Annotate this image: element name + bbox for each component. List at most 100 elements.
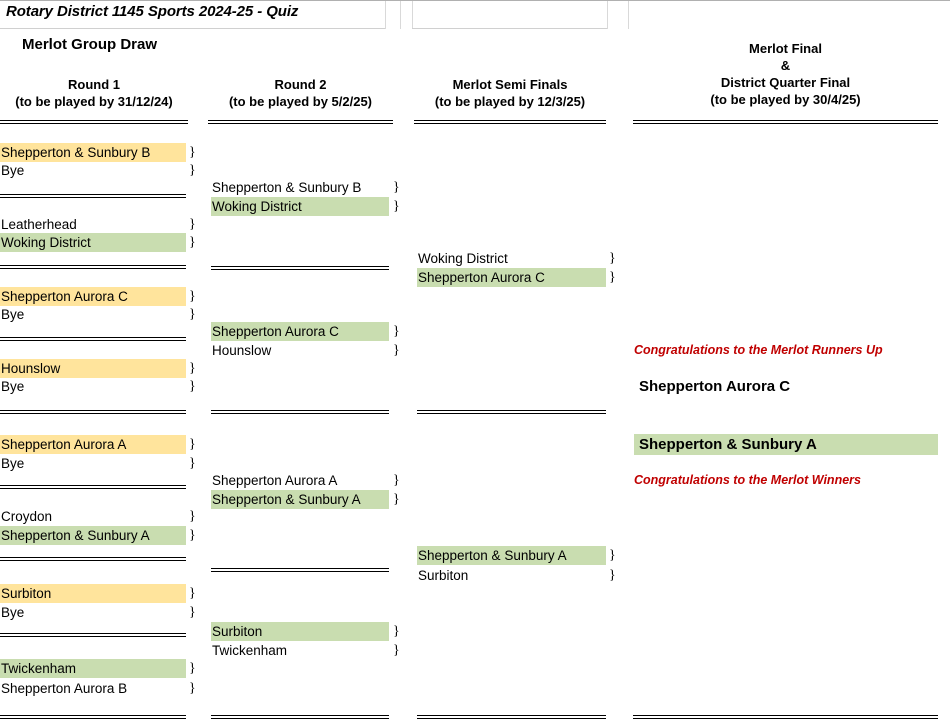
bracket-brace: } (189, 361, 196, 376)
column-header-round1-subtitle: (to be played by 31/12/24) (15, 94, 173, 109)
round1-team[interactable]: Bye (1, 379, 25, 394)
grid-line (412, 28, 607, 29)
round2-match-separator (211, 568, 389, 572)
column-header-final-subtitle: (to be played by 30/4/25) (710, 92, 861, 107)
round1-team[interactable]: Bye (1, 456, 25, 471)
document-title: Rotary District 1145 Sports 2024-25 - Qu… (6, 3, 299, 20)
grid-line (412, 0, 413, 29)
header-rule-semis (414, 120, 606, 124)
round2-match-separator (211, 410, 389, 414)
column-header-round2-name: Round 2 (274, 77, 327, 92)
round1-bottom-rule (0, 715, 186, 719)
round1-match-separator (0, 337, 186, 341)
semis-bottom-rule (417, 715, 606, 719)
grid-line (628, 0, 629, 29)
column-header-round2-subtitle: (to be played by 5/2/25) (228, 94, 373, 109)
round2-team[interactable]: Shepperton Aurora A (212, 473, 338, 488)
round2-team[interactable]: Twickenham (212, 643, 288, 658)
column-header-round1-name: Round 1 (68, 77, 120, 92)
bracket-brace: } (189, 379, 196, 394)
round1-team[interactable]: Shepperton Aurora C (0, 287, 186, 306)
runners-up-caption: Congratulations to the Merlot Runners Up (634, 343, 883, 357)
semis-match-separator (417, 410, 606, 414)
bracket-brace: } (189, 586, 196, 601)
bracket-brace: } (189, 456, 196, 471)
column-header-final-line2: & (780, 58, 791, 73)
runners-up-team[interactable]: Shepperton Aurora C (639, 378, 791, 395)
column-header-round2: Round 2 (to be played by 5/2/25) (208, 76, 393, 110)
bracket-brace: } (189, 661, 196, 676)
round2-team[interactable]: Surbiton (211, 622, 389, 641)
bracket-brace: } (393, 324, 400, 339)
round2-team[interactable]: Shepperton & Sunbury B (212, 180, 362, 195)
round2-match-separator (211, 266, 389, 270)
bracket-brace: } (609, 548, 616, 563)
bracket-brace: } (393, 624, 400, 639)
bracket-brace: } (393, 343, 400, 358)
bracket-brace: } (609, 568, 616, 583)
final-bottom-rule (633, 715, 938, 719)
bracket-brace: } (189, 217, 196, 232)
grid-line (385, 0, 386, 29)
round1-match-separator (0, 633, 186, 637)
bracket-brace: } (189, 289, 196, 304)
bracket-brace: } (189, 681, 196, 696)
bracket-brace: } (393, 492, 400, 507)
bracket-brace: } (189, 528, 196, 543)
round1-team[interactable]: Hounslow (0, 359, 186, 378)
round1-match-separator (0, 557, 186, 561)
bracket-brace: } (393, 199, 400, 214)
bracket-brace: } (189, 235, 196, 250)
column-header-final-line3: District Quarter Final (720, 75, 851, 90)
semis-team[interactable]: Shepperton Aurora C (417, 268, 606, 287)
header-rule-round2 (208, 120, 393, 124)
round1-match-separator (0, 485, 186, 489)
grid-line (0, 28, 385, 29)
round1-match-separator (0, 194, 186, 198)
grid-line (0, 0, 950, 1)
column-header-final-line1: Merlot Final (749, 41, 822, 56)
header-rule-final (633, 120, 938, 124)
round1-match-separator (0, 265, 186, 269)
semis-team[interactable]: Woking District (418, 251, 508, 266)
grid-line (400, 0, 401, 29)
round2-team[interactable]: Shepperton & Sunbury A (211, 490, 389, 509)
semis-team[interactable]: Shepperton & Sunbury A (417, 546, 606, 565)
round2-team[interactable]: Hounslow (212, 343, 272, 358)
bracket-brace: } (189, 307, 196, 322)
bracket-brace: } (393, 643, 400, 658)
round1-team[interactable]: Shepperton & Sunbury B (0, 143, 186, 162)
bracket-brace: } (189, 509, 196, 524)
column-header-semis-subtitle: (to be played by 12/3/25) (434, 94, 586, 109)
round1-team[interactable]: Bye (1, 307, 25, 322)
round1-team[interactable]: Shepperton & Sunbury A (0, 526, 186, 545)
bracket-brace: } (189, 437, 196, 452)
round1-team[interactable]: Surbiton (0, 584, 186, 603)
round2-bottom-rule (211, 715, 389, 719)
column-header-final: Merlot Final & District Quarter Final (t… (633, 40, 938, 108)
bracket-brace: } (609, 270, 616, 285)
round1-match-separator (0, 410, 186, 414)
bracket-brace: } (189, 163, 196, 178)
column-header-semis-name: Merlot Semi Finals (452, 77, 568, 92)
header-rule-round1 (0, 120, 188, 124)
semis-team[interactable]: Surbiton (418, 568, 469, 583)
round1-team[interactable]: Twickenham (0, 659, 186, 678)
column-header-semis: Merlot Semi Finals (to be played by 12/3… (414, 76, 606, 110)
round1-team[interactable]: Woking District (0, 233, 186, 252)
column-header-round1: Round 1 (to be played by 31/12/24) (0, 76, 188, 110)
round1-team[interactable]: Bye (1, 163, 25, 178)
round1-team[interactable]: Leatherhead (1, 217, 77, 232)
winners-caption: Congratulations to the Merlot Winners (634, 473, 861, 487)
round2-team[interactable]: Woking District (211, 197, 389, 216)
round1-team[interactable]: Shepperton Aurora B (1, 681, 128, 696)
bracket-brace: } (189, 145, 196, 160)
grid-line (607, 0, 608, 29)
round2-team[interactable]: Shepperton Aurora C (211, 322, 389, 341)
winner-team[interactable]: Shepperton & Sunbury A (634, 434, 938, 455)
round1-team[interactable]: Shepperton Aurora A (0, 435, 186, 454)
round1-team[interactable]: Croydon (1, 509, 53, 524)
round1-team[interactable]: Bye (1, 605, 25, 620)
bracket-brace: } (189, 605, 196, 620)
